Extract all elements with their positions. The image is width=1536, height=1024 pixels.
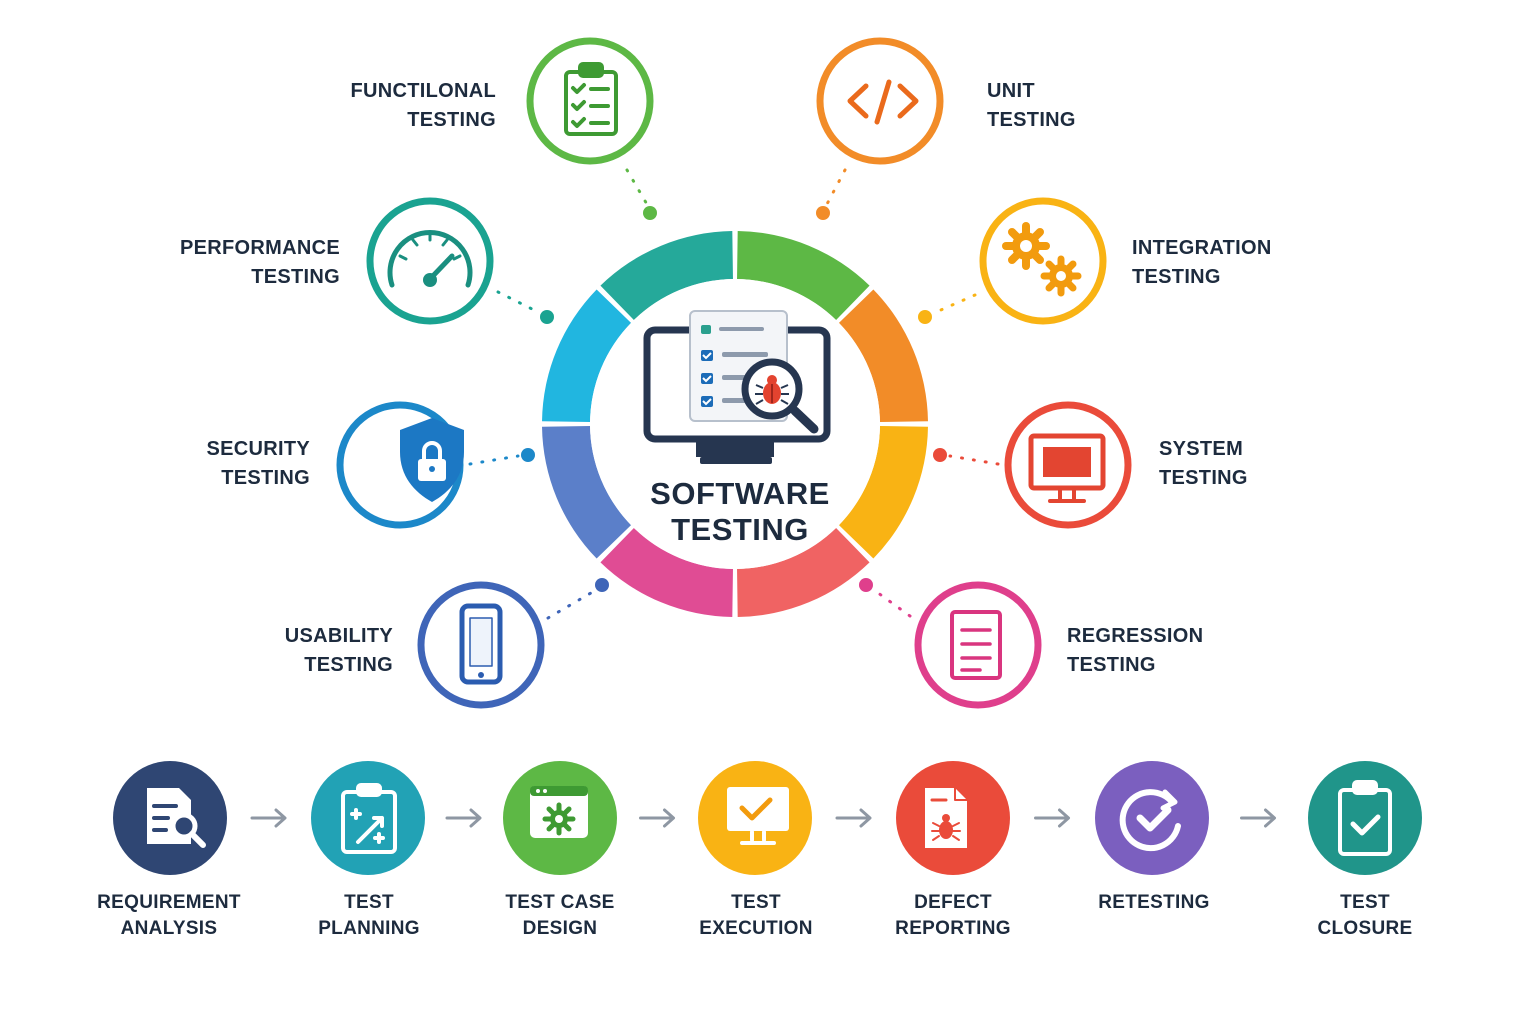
label-line: REQUIREMENT: [97, 892, 241, 913]
refresh-check-icon: [1119, 789, 1181, 852]
testing-type-circle: [816, 37, 944, 165]
lifecycle-step-circle: [1095, 761, 1209, 875]
label-line: TESTING: [304, 654, 393, 676]
label-performance-testing: PERFORMANCE TESTING: [180, 234, 340, 292]
label-usability-testing: USABILITY TESTING: [285, 622, 393, 680]
label-system-testing: SYSTEM TESTING: [1159, 435, 1248, 493]
shield-lock-icon: [400, 418, 464, 502]
label-regression-testing: REGRESSION TESTING: [1067, 622, 1203, 680]
label-line: PLANNING: [318, 918, 420, 939]
gears-icon: [1002, 222, 1082, 297]
ring-segment: [542, 289, 632, 422]
label-line: FUNCTILONAL: [350, 80, 496, 102]
label-line: TESTING: [1067, 654, 1156, 676]
label-line: PERFORMANCE: [180, 237, 340, 259]
browser-gear-icon: [530, 786, 588, 838]
ring-segment: [737, 231, 870, 321]
testing-type-circle: [366, 197, 494, 325]
label-line: CLOSURE: [1317, 918, 1413, 939]
label-line: RETESTING: [1098, 892, 1210, 913]
code-brackets-icon: [847, 79, 919, 125]
label-line: REPORTING: [895, 918, 1011, 939]
label-line: UNIT: [987, 80, 1035, 102]
ring-segment: [600, 527, 733, 617]
document-bug-icon: [925, 787, 968, 848]
label-line: TESTING: [251, 266, 340, 288]
label-integration-testing: INTEGRATION TESTING: [1132, 234, 1272, 292]
label-line: TEST: [1340, 892, 1390, 913]
label-test-execution: TEST EXECUTION: [666, 890, 846, 942]
flow-arrow-icon: [1034, 808, 1070, 828]
label-line: TEST: [731, 892, 781, 913]
ring-segment: [838, 426, 928, 559]
label-line: SYSTEM: [1159, 438, 1244, 460]
center-title-line2: TESTING: [671, 512, 809, 547]
document-search-icon: [147, 788, 206, 848]
label-unit-testing: UNIT TESTING: [987, 77, 1076, 135]
testing-type-circle: [526, 37, 654, 165]
flow-arrow-icon: [639, 808, 675, 828]
ring-segment: [600, 231, 733, 321]
clipboard-plan-icon: [341, 783, 397, 854]
label-line: ANALYSIS: [120, 918, 218, 939]
ring-segment: [838, 289, 928, 422]
label-line: TESTING: [1159, 467, 1248, 489]
label-line: TESTING: [221, 467, 310, 489]
ring-segment: [737, 527, 870, 617]
label-line: TESTING: [407, 109, 496, 131]
label-line: USABILITY: [284, 625, 393, 647]
flow-arrow-icon: [445, 808, 482, 828]
document-list-icon: [950, 610, 1002, 680]
label-line: DEFECT: [914, 892, 992, 913]
monitor-check-icon: [727, 787, 789, 845]
clipboard-check-icon: [1338, 780, 1392, 856]
label-security-testing: SECURITY TESTING: [206, 435, 310, 493]
clipboard-checklist-icon: [564, 62, 618, 136]
flow-arrow-icon: [250, 808, 287, 828]
label-test-closure: TEST CLOSURE: [1275, 890, 1455, 942]
center-title: SOFTWARE TESTING: [590, 476, 890, 548]
label-line: TEST CASE: [505, 892, 615, 913]
label-retesting: RETESTING: [1064, 890, 1244, 916]
label-requirement-analysis: REQUIREMENT ANALYSIS: [79, 890, 259, 942]
lifecycle-step-circle: [311, 761, 425, 875]
label-functional-testing: FUNCTILONAL TESTING: [351, 77, 497, 135]
label-line: TESTING: [987, 109, 1076, 131]
connectors: [468, 168, 1000, 620]
label-line: INTEGRATION: [1132, 237, 1272, 259]
speedometer-icon: [387, 230, 473, 288]
smartphone-icon: [459, 603, 503, 685]
center-title-line1: SOFTWARE: [650, 476, 830, 511]
lifecycle-step-circle: [1308, 761, 1422, 875]
ring: [542, 231, 928, 617]
monitor-checklist-magnifier-bug-icon: [643, 310, 831, 464]
label-line: TESTING: [1132, 266, 1221, 288]
label-test-case-design: TEST CASE DESIGN: [470, 890, 650, 942]
label-line: SECURITY: [206, 438, 310, 460]
label-defect-reporting: DEFECT REPORTING: [863, 890, 1043, 942]
label-line: TEST: [344, 892, 394, 913]
flow-arrow-icon: [835, 808, 872, 828]
label-test-planning: TEST PLANNING: [279, 890, 459, 942]
label-line: DESIGN: [522, 918, 598, 939]
flow-arrow-icon: [1240, 808, 1276, 828]
ring-segment: [542, 426, 632, 559]
label-line: EXECUTION: [699, 918, 813, 939]
monitor-icon: [1028, 433, 1106, 503]
label-line: REGRESSION: [1067, 625, 1204, 647]
